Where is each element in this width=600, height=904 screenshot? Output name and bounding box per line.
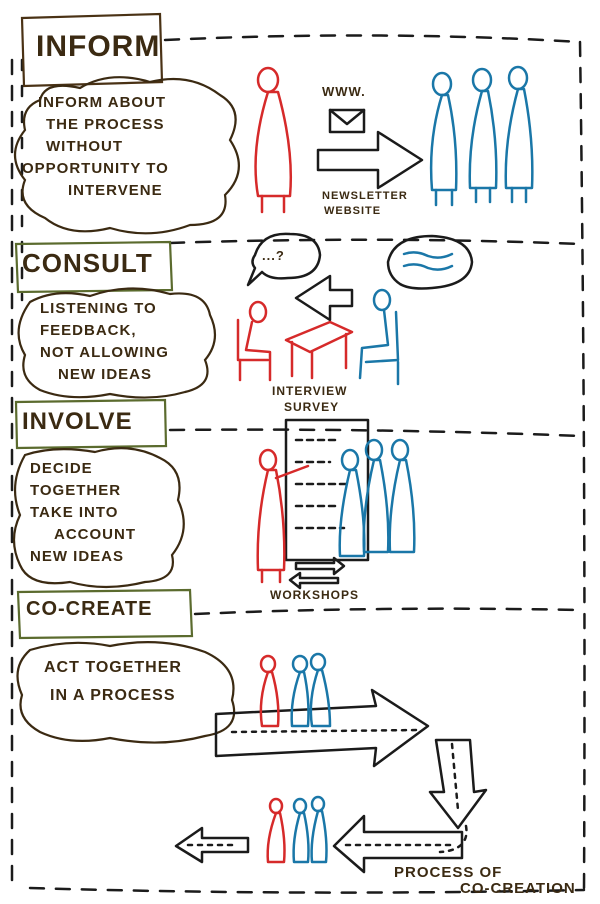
question-label: ...? [262, 248, 285, 263]
arrow-left [294, 274, 354, 322]
red-seated-person [236, 300, 272, 382]
www-label: WWW. [322, 84, 366, 99]
blue-group [429, 65, 534, 207]
cocreate-line-1: ACT TOGETHER [44, 659, 182, 676]
inform-title-box [20, 12, 164, 88]
consult-line-3: NOT ALLOWING [40, 344, 169, 361]
involve-line-3: TAKE INTO [30, 504, 119, 521]
blue-audience [338, 438, 416, 558]
workshops-label: WORKSHOPS [270, 588, 360, 602]
consult-description: LISTENING TO FEEDBACK, NOT ALLOWING NEW … [40, 298, 169, 386]
survey-label: SURVEY [284, 400, 340, 414]
cocreate-scene [174, 652, 488, 874]
question-bubble [246, 232, 322, 287]
speech-bubble [386, 234, 474, 290]
inform-description: INFORM ABOUT THE PROCESS WITHOUT OPPORTU… [22, 92, 169, 202]
website-label: WEBSITE [324, 205, 382, 217]
inform-cloud [13, 76, 240, 235]
involve-line-2: TOGETHER [30, 482, 122, 499]
big-arrow-down [428, 738, 488, 830]
small-arrow-left [174, 826, 250, 864]
cocreate-description: ACT TOGETHER IN A PROCESS [44, 654, 182, 710]
inform-line-2: THE PROCESS [46, 116, 165, 133]
consult-line-2: FEEDBACK, [40, 322, 137, 339]
arrow-right [316, 130, 424, 190]
involve-title: INVOLVE [22, 408, 133, 435]
co-create-people-bottom [266, 795, 328, 864]
involve-line-4: ACCOUNT [54, 526, 136, 543]
cocreate-cloud [16, 641, 236, 744]
newsletter-label: NEWSLETTER [322, 190, 408, 202]
consult-line-4: NEW IDEAS [58, 366, 153, 383]
involve-line-1: DECIDE [30, 460, 93, 477]
blue-seated-person [358, 288, 400, 386]
consult-title: CONSULT [22, 248, 153, 278]
big-arrow-left [332, 814, 464, 874]
involve-scene [256, 418, 416, 590]
inform-title: INFORM [36, 30, 161, 63]
cocreate-title-box [16, 588, 194, 640]
dashed-frame [10, 34, 586, 894]
co-create-people-top [259, 652, 332, 728]
double-arrow [288, 556, 346, 590]
red-person [254, 66, 293, 214]
inform-line-5: INTERVENE [68, 182, 163, 199]
consult-title-box [14, 240, 174, 294]
inform-line-1: INFORM ABOUT [38, 94, 167, 111]
table [284, 320, 354, 380]
involve-title-box [14, 398, 168, 450]
inform-line-3: WITHOUT [46, 138, 123, 155]
involve-description: DECIDE TOGETHER TAKE INTO ACCOUNT NEW ID… [30, 458, 136, 568]
involve-line-5: NEW IDEAS [30, 548, 125, 565]
description-clouds [12, 76, 240, 744]
process-label-line-1: PROCESS OF [394, 864, 503, 881]
consult-line-1: LISTENING TO [40, 300, 157, 317]
involve-cloud [12, 447, 185, 589]
consult-cloud [17, 287, 217, 399]
flipchart [284, 418, 370, 562]
consult-scene [236, 232, 474, 386]
process-label-line-2: CO-CREATION [460, 880, 576, 897]
cocreate-line-2: IN A PROCESS [50, 687, 176, 704]
inform-line-4: OPPORTUNITY TO [22, 160, 169, 177]
title-boxes [14, 12, 194, 640]
envelope-icon [328, 108, 366, 134]
red-presenter [256, 448, 310, 584]
inform-scene [254, 65, 534, 214]
cocreate-title: CO-CREATE [26, 598, 153, 620]
big-arrow-right [214, 688, 430, 768]
interview-label: INTERVIEW [272, 384, 348, 398]
